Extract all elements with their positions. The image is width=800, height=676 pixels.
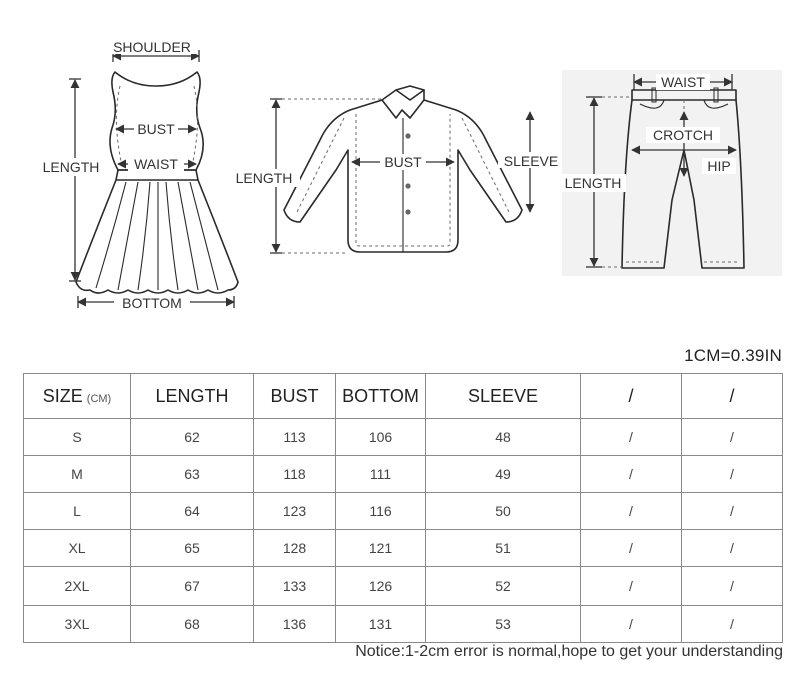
cell-bust: 118 <box>253 455 336 493</box>
shirt-bust-label: BUST <box>384 154 422 170</box>
table-row: 3XL 68 136 131 53 / / <box>23 605 783 643</box>
cell-empty: / <box>681 566 783 606</box>
header-sleeve: SLEEVE <box>425 373 581 419</box>
cell-sleeve: 49 <box>425 455 581 493</box>
cell-sleeve: 51 <box>425 529 581 567</box>
header-length: LENGTH <box>130 373 254 419</box>
cell-bottom: 131 <box>335 605 426 643</box>
dress-waist-label: WAIST <box>134 156 178 172</box>
cell-empty: / <box>681 529 783 567</box>
pants-hip-label: HIP <box>707 158 730 174</box>
cell-bust: 128 <box>253 529 336 567</box>
pants-diagram: WAIST CROTCH HIP LENGTH <box>560 70 782 276</box>
cell-empty: / <box>681 605 783 643</box>
cell-sleeve: 48 <box>425 418 581 456</box>
shirt-sleeve-label: SLEEVE <box>504 153 558 169</box>
cell-empty: / <box>580 566 682 606</box>
cell-empty: / <box>580 492 682 530</box>
header-bottom: BOTTOM <box>335 373 426 419</box>
size-unit: (CM) <box>86 392 112 405</box>
cell-bust: 113 <box>253 418 336 456</box>
cell-bottom: 111 <box>335 455 426 493</box>
header-empty-2: / <box>681 373 783 419</box>
table-header-row: SIZE(CM) LENGTH BUST BOTTOM SLEEVE / / <box>23 373 783 419</box>
cell-size: 2XL <box>23 566 131 606</box>
cell-size: M <box>23 455 131 493</box>
dress-shoulder-label: SHOULDER <box>113 39 191 55</box>
cell-empty: / <box>580 605 682 643</box>
cell-size: 3XL <box>23 605 131 643</box>
cell-length: 63 <box>130 455 254 493</box>
cell-bottom: 121 <box>335 529 426 567</box>
unit-conversion: 1CM=0.39IN <box>684 346 782 365</box>
cell-size: XL <box>23 529 131 567</box>
cell-size: S <box>23 418 131 456</box>
cell-empty: / <box>681 418 783 456</box>
cell-empty: / <box>681 455 783 493</box>
header-size: SIZE(CM) <box>23 373 131 419</box>
garment-diagrams: SHOULDER BUST WAIST LENGTH BOTTOM <box>36 38 782 311</box>
cell-bust: 136 <box>253 605 336 643</box>
cell-sleeve: 50 <box>425 492 581 530</box>
cell-empty: / <box>580 529 682 567</box>
cell-length: 67 <box>130 566 254 606</box>
cell-empty: / <box>681 492 783 530</box>
header-empty-1: / <box>580 373 682 419</box>
table-row: M 63 118 111 49 / / <box>23 455 783 493</box>
cell-length: 62 <box>130 418 254 456</box>
shirt-length-label: LENGTH <box>236 170 293 186</box>
cell-bottom: 116 <box>335 492 426 530</box>
dress-bottom-label: BOTTOM <box>122 295 182 311</box>
cell-sleeve: 53 <box>425 605 581 643</box>
table-row: XL 65 128 121 51 / / <box>23 529 783 567</box>
cell-length: 65 <box>130 529 254 567</box>
pants-length-label: LENGTH <box>565 175 622 191</box>
cell-empty: / <box>580 455 682 493</box>
dress-length-label: LENGTH <box>43 159 100 175</box>
notice-text: Notice:1-2cm error is normal,hope to get… <box>355 643 783 660</box>
cell-bust: 133 <box>253 566 336 606</box>
cell-bottom: 106 <box>335 418 426 456</box>
table-row: S 62 113 106 48 / / <box>23 418 783 456</box>
table-row: 2XL 67 133 126 52 / / <box>23 566 783 606</box>
cell-size: L <box>23 492 131 530</box>
size-chart-table: SIZE(CM) LENGTH BUST BOTTOM SLEEVE / / S… <box>23 373 783 643</box>
pants-crotch-label: CROTCH <box>653 127 713 143</box>
shirt-diagram: LENGTH BUST SLEEVE <box>230 85 564 254</box>
cell-bust: 123 <box>253 492 336 530</box>
dress-bust-label: BUST <box>137 121 175 137</box>
cell-bottom: 126 <box>335 566 426 606</box>
cell-sleeve: 52 <box>425 566 581 606</box>
header-bust: BUST <box>253 373 336 419</box>
dress-diagram: SHOULDER BUST WAIST LENGTH BOTTOM <box>36 38 239 311</box>
cell-empty: / <box>580 418 682 456</box>
cell-length: 64 <box>130 492 254 530</box>
table-row: L 64 123 116 50 / / <box>23 492 783 530</box>
cell-length: 68 <box>130 605 254 643</box>
pants-waist-label: WAIST <box>661 74 705 90</box>
